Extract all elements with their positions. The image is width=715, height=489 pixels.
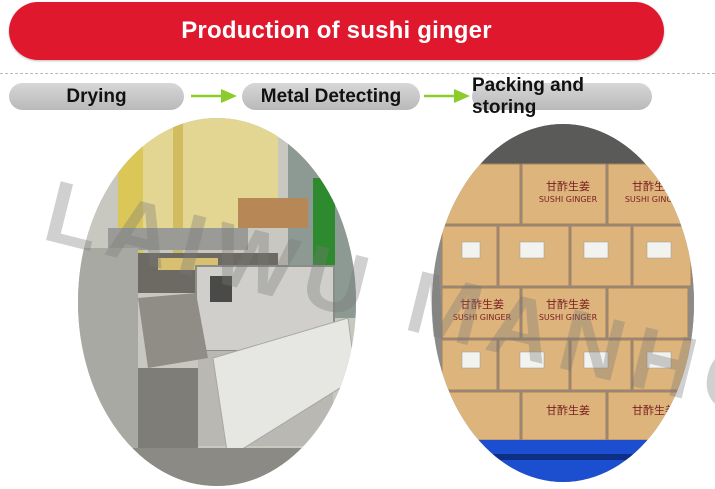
carton-label-chinese: 甘酢生姜 — [632, 180, 676, 193]
carton-label-3: 甘酢生姜 SUSHI GINGER — [442, 298, 522, 324]
carton-label-chinese: 甘酢生姜 — [546, 404, 590, 417]
cartons-pallet-photo: 甘酢生姜 SUSHI GINGER 甘酢生姜 SUSHI GINGER 甘酢生姜… — [432, 124, 694, 482]
carton-label-chinese: 甘酢生姜 — [632, 404, 676, 417]
arrow-right-icon — [191, 89, 237, 103]
carton-label-english: SUSHI GINGER — [538, 313, 598, 322]
carton-label-english: SUSHI GINGER — [452, 313, 512, 322]
page-title: Production of sushi ginger — [181, 17, 492, 44]
title-banner: Production of sushi ginger — [9, 2, 664, 60]
step-drying: Drying — [9, 83, 184, 110]
carton-label-6: 甘酢生姜 — [614, 404, 694, 417]
machine-illustration — [78, 118, 356, 486]
arrow-right-icon — [424, 89, 470, 103]
carton-label-1: 甘酢生姜 SUSHI GINGER — [528, 180, 608, 206]
step-packing-storing: Packing and storing — [472, 75, 652, 118]
carton-label-5: 甘酢生姜 — [528, 404, 608, 417]
carton-label-chinese: 甘酢生姜 — [546, 298, 590, 311]
step-metal-detecting: Metal Detecting — [242, 83, 420, 110]
carton-label-chinese: 甘酢生姜 — [546, 180, 590, 193]
carton-label-2: 甘酢生姜 SUSHI GINGER — [614, 180, 694, 206]
carton-label-chinese: 甘酢生姜 — [460, 298, 504, 311]
divider — [0, 73, 715, 74]
carton-label-english: SUSHI GINGER — [538, 195, 598, 204]
carton-label-4: 甘酢生姜 SUSHI GINGER — [528, 298, 608, 324]
carton-label-english: SUSHI GINGER — [624, 195, 684, 204]
factory-machine-photo — [78, 118, 356, 486]
